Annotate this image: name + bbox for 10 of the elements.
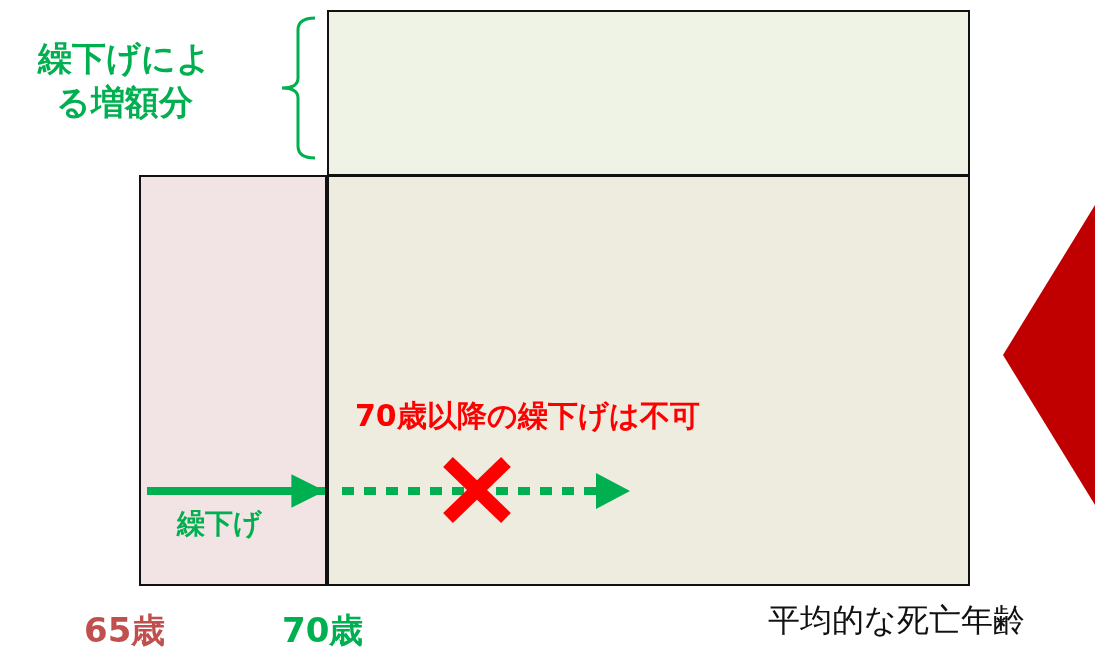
side-heading: 繰下げによる増額分 [36,37,212,125]
age-label: 70歳 [282,609,364,648]
axis-note: 平均的な死亡年齢 [768,600,1025,641]
age-label: 65歳 [84,609,166,648]
edge-label: 繰下げ [175,507,264,541]
area-box [327,10,970,176]
area-box [327,175,970,586]
triangle-shape [1003,205,1095,505]
warning-text: 70歳以降の繰下げは不可 [355,397,700,435]
area-box [139,175,327,586]
